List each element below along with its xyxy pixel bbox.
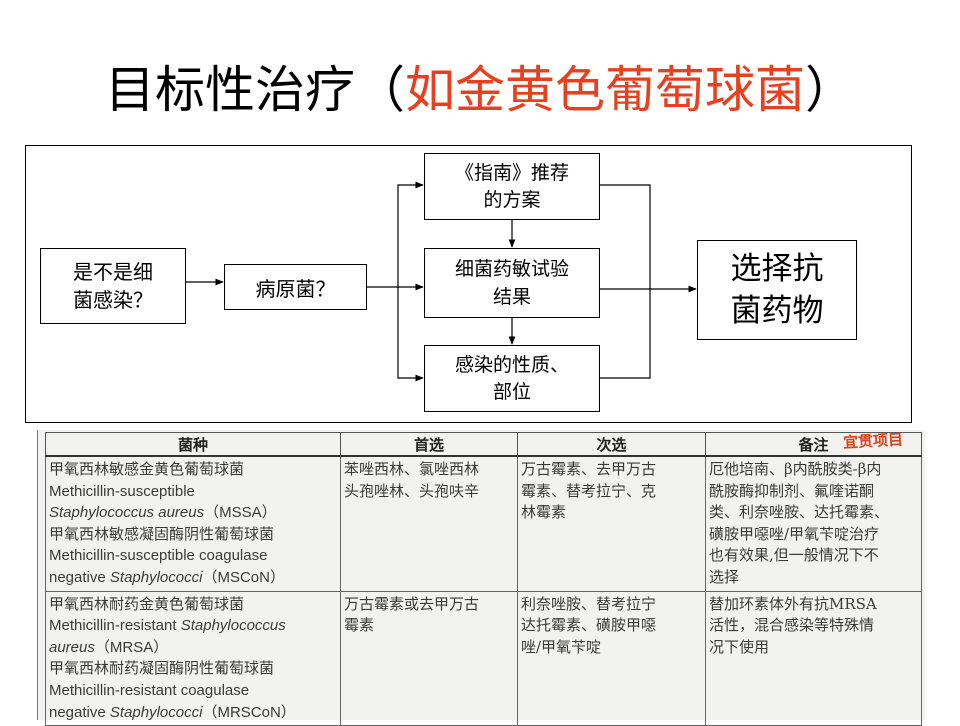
first-choice-line: 霉素 xyxy=(344,616,375,635)
organism-line: aureus（MRSA） xyxy=(49,638,169,656)
second-choice-line: 唑/甲氧苄啶 xyxy=(521,637,602,656)
box-line: 病原菌？ xyxy=(255,276,336,301)
box-line: 结果 xyxy=(492,286,531,308)
organism-line: 甲氧西林耐药凝固酶阴性葡萄球菌 xyxy=(49,659,275,678)
organism-line: Methicillin-resistant Staphylococcus xyxy=(49,617,286,635)
guideline-box: 《指南》推荐的方案 xyxy=(424,153,600,220)
first-choice-line: 苯唑西林、氯唑西林 xyxy=(344,460,480,478)
slide-title: 目标性治疗（如金黄色葡萄球菌） xyxy=(0,52,960,128)
title-main: 目标性治疗（ xyxy=(105,61,405,119)
flowchart-frame xyxy=(25,145,912,423)
first-choice-cell: 万古霉素或去甲万古 霉素 xyxy=(340,590,518,726)
header-notes: 备注 xyxy=(705,432,922,457)
header-second-choice: 次选 xyxy=(517,432,706,457)
antibiotic-table: 菌种 首选 次选 备注 甲氧西林敏感金黄色葡萄球菌 Methicillin-su… xyxy=(45,432,922,726)
title-accent: 如金黄色葡萄球菌 xyxy=(405,61,805,119)
header-organism: 菌种 xyxy=(45,432,341,457)
second-choice-line: 霉素、替考拉宁、克 xyxy=(521,481,657,500)
second-choice-cell: 利奈唑胺、替考拉宁 达托霉素、磺胺甲噁 唑/甲氧苄啶 xyxy=(517,590,706,726)
organism-cell: 甲氧西林敏感金黄色葡萄球菌 Methicillin-susceptible St… xyxy=(45,455,341,592)
box-line: 选择抗 xyxy=(730,251,824,287)
second-choice-line: 利奈唑胺、替考拉宁 xyxy=(521,594,657,613)
notes-line: 也有效果,但一般情况下不 xyxy=(709,546,879,565)
stamp-label: 宜贯项目 xyxy=(842,430,904,452)
organism-line: negative Staphylococci（MSCoN） xyxy=(49,568,285,586)
notes-line: 选择 xyxy=(709,567,740,586)
box-line: 感染的性质、 xyxy=(454,353,569,376)
organism-line: Staphylococcus aureus（MSSA） xyxy=(49,504,277,522)
second-choice-line: 林霉素 xyxy=(521,503,567,522)
notes-line: 替加环素体外有抗MRSA xyxy=(709,594,877,613)
notes-line: 磺胺甲噁唑/甲氧苄啶治疗 xyxy=(709,524,880,543)
box-line: 的方案 xyxy=(483,188,541,211)
organism-line: 甲氧西林敏感凝固酶阴性葡萄球菌 xyxy=(49,524,275,543)
notes-cell: 替加环素体外有抗MRSA 活性，混合感染等特殊情 况下使用 xyxy=(705,590,922,726)
notes-line: 厄他培南、β内酰胺类-β内 xyxy=(709,460,882,478)
table-row: 甲氧西林敏感金黄色葡萄球菌 Methicillin-susceptible St… xyxy=(45,455,922,592)
box-line: 《指南》推荐 xyxy=(454,161,569,184)
second-choice-line: 万古霉素、去甲万古 xyxy=(521,460,657,478)
organism-line: Methicillin-susceptible coagulase xyxy=(49,547,268,565)
organism-line: Methicillin-resistant coagulase xyxy=(49,681,250,699)
first-choice-line: 头孢唑林、头孢呋辛 xyxy=(344,481,480,500)
box-line: 菌感染？ xyxy=(73,288,153,312)
table-header-row: 菌种 首选 次选 备注 xyxy=(45,432,922,457)
second-choice-line: 达托霉素、磺胺甲噁 xyxy=(521,616,657,635)
pathogen-question-box: 病原菌？ xyxy=(224,264,367,310)
organism-line: Methicillin-susceptible xyxy=(49,482,195,500)
choose-antibiotic-box: 选择抗菌药物 xyxy=(697,240,857,340)
header-first-choice: 首选 xyxy=(340,432,518,457)
notes-cell: 厄他培南、β内酰胺类-β内 酰胺酶抑制剂、氟喹诺酮 类、利奈唑胺、达托霉素、 磺… xyxy=(705,455,922,592)
title-close: ） xyxy=(805,61,855,119)
first-choice-cell: 苯唑西林、氯唑西林 头孢唑林、头孢呋辛 xyxy=(340,455,518,592)
organism-line: negative Staphylococci（MRSCoN） xyxy=(49,703,296,721)
notes-line: 酰胺酶抑制剂、氟喹诺酮 xyxy=(709,481,875,500)
organism-cell: 甲氧西林耐药金黄色葡萄球菌 Methicillin-resistant Stap… xyxy=(45,590,341,726)
notes-line: 活性，混合感染等特殊情 xyxy=(709,616,875,635)
notes-line: 类、利奈唑胺、达托霉素、 xyxy=(709,503,890,522)
box-line: 菌药物 xyxy=(730,293,824,329)
second-choice-cell: 万古霉素、去甲万古 霉素、替考拉宁、克 林霉素 xyxy=(517,455,706,592)
table-row: 甲氧西林耐药金黄色葡萄球菌 Methicillin-resistant Stap… xyxy=(45,590,922,726)
organism-line: 甲氧西林耐药金黄色葡萄球菌 xyxy=(49,594,245,613)
notes-line: 况下使用 xyxy=(709,637,770,656)
box-line: 部位 xyxy=(492,380,531,403)
infection-question-box: 是不是细菌感染？ xyxy=(40,248,186,324)
organism-line: 甲氧西林敏感金黄色葡萄球菌 xyxy=(49,460,245,478)
infection-site-box: 感染的性质、部位 xyxy=(424,345,600,412)
box-line: 是不是细 xyxy=(73,260,153,284)
susceptibility-test-box: 细菌药敏试验结果 xyxy=(424,248,600,318)
first-choice-line: 万古霉素或去甲万古 xyxy=(344,594,480,613)
box-line: 细菌药敏试验 xyxy=(454,258,569,280)
